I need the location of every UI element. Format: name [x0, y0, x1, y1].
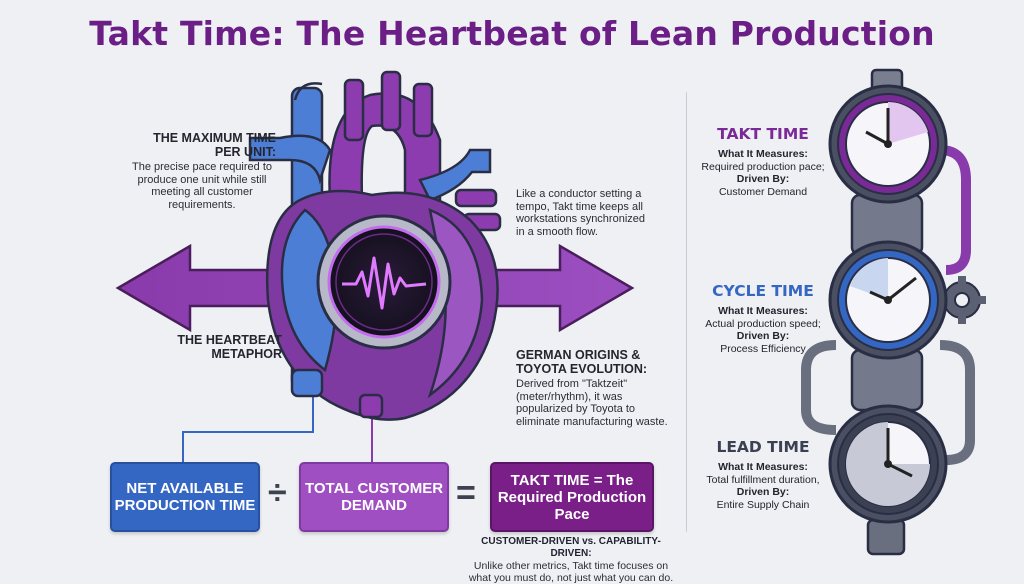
metric-cycle-measures: Actual production speed;: [705, 317, 821, 330]
metric-cycle-driven: Process Efficiency: [720, 342, 806, 355]
metric-lead-measures-label: What It Measures:: [718, 461, 808, 473]
metric-cycle-title: CYCLE TIME: [712, 282, 814, 300]
customer-demand-box: TOTAL CUSTOMER DEMAND: [299, 462, 449, 532]
max-time-body: The precise pace required to produce one…: [131, 161, 273, 211]
section-divider: [686, 92, 687, 532]
metric-lead-title: LEAD TIME: [716, 438, 810, 456]
page-title: Takt Time: The Heartbeat of Lean Product…: [89, 14, 935, 53]
footer-heading: CUSTOMER-DRIVEN vs. CAPABILITY-DRIVEN:: [481, 536, 661, 559]
takt-clock-icon: [828, 84, 948, 204]
metric-takt-driven-label: Driven By:: [736, 173, 790, 185]
max-time-note: THE MAXIMUM TIME PER UNIT: The precise p…: [128, 131, 276, 211]
equals-sign: =: [456, 474, 476, 512]
metric-lead-driven-label: Driven By:: [736, 486, 790, 498]
metric-cycle: CYCLE TIME What It Measures: Actual prod…: [700, 282, 826, 355]
cycle-clock-icon: [828, 240, 948, 360]
metric-takt-title: TAKT TIME: [717, 125, 809, 143]
metric-takt-measures: Required production pace;: [701, 160, 825, 173]
metric-takt-driven: Customer Demand: [718, 185, 808, 198]
gear-icon: [938, 276, 986, 324]
pulse-monitor-icon: [316, 214, 452, 350]
metric-takt: TAKT TIME What It Measures: Required pro…: [700, 125, 826, 198]
metric-cycle-driven-label: Driven By:: [736, 330, 790, 342]
metric-cycle-measures-label: What It Measures:: [718, 305, 808, 317]
origins-body: Derived from "Taktzeit" (meter/rhythm), …: [516, 378, 668, 428]
metric-lead: LEAD TIME What It Measures: Total fulfil…: [700, 438, 826, 511]
origins-note: GERMAN ORIGINS & TOYOTA EVOLUTION: Deriv…: [516, 348, 668, 428]
footer-note: CUSTOMER-DRIVEN vs. CAPABILITY-DRIVEN: U…: [462, 536, 680, 584]
net-available-box: NET AVAILABLE PRODUCTION TIME: [110, 462, 260, 532]
metric-lead-driven: Entire Supply Chain: [716, 498, 810, 511]
clock-tower-icon: [801, 68, 975, 556]
max-time-heading: THE MAXIMUM TIME PER UNIT:: [153, 131, 276, 159]
takt-result-box: TAKT TIME = The Required Production Pace: [490, 462, 654, 532]
metric-takt-measures-label: What It Measures:: [718, 148, 808, 160]
divide-sign: ÷: [268, 474, 287, 512]
footer-body: Unlike other metrics, Takt time focuses …: [468, 560, 674, 584]
metric-lead-measures: Total fulfillment duration,: [706, 473, 820, 486]
conductor-note: Like a conductor setting a tempo, Takt t…: [516, 188, 646, 238]
origins-heading: GERMAN ORIGINS & TOYOTA EVOLUTION:: [516, 348, 648, 376]
heartbeat-note: THE HEARTBEAT METAPHOR: [177, 333, 282, 361]
lead-clock-icon: [828, 404, 948, 524]
